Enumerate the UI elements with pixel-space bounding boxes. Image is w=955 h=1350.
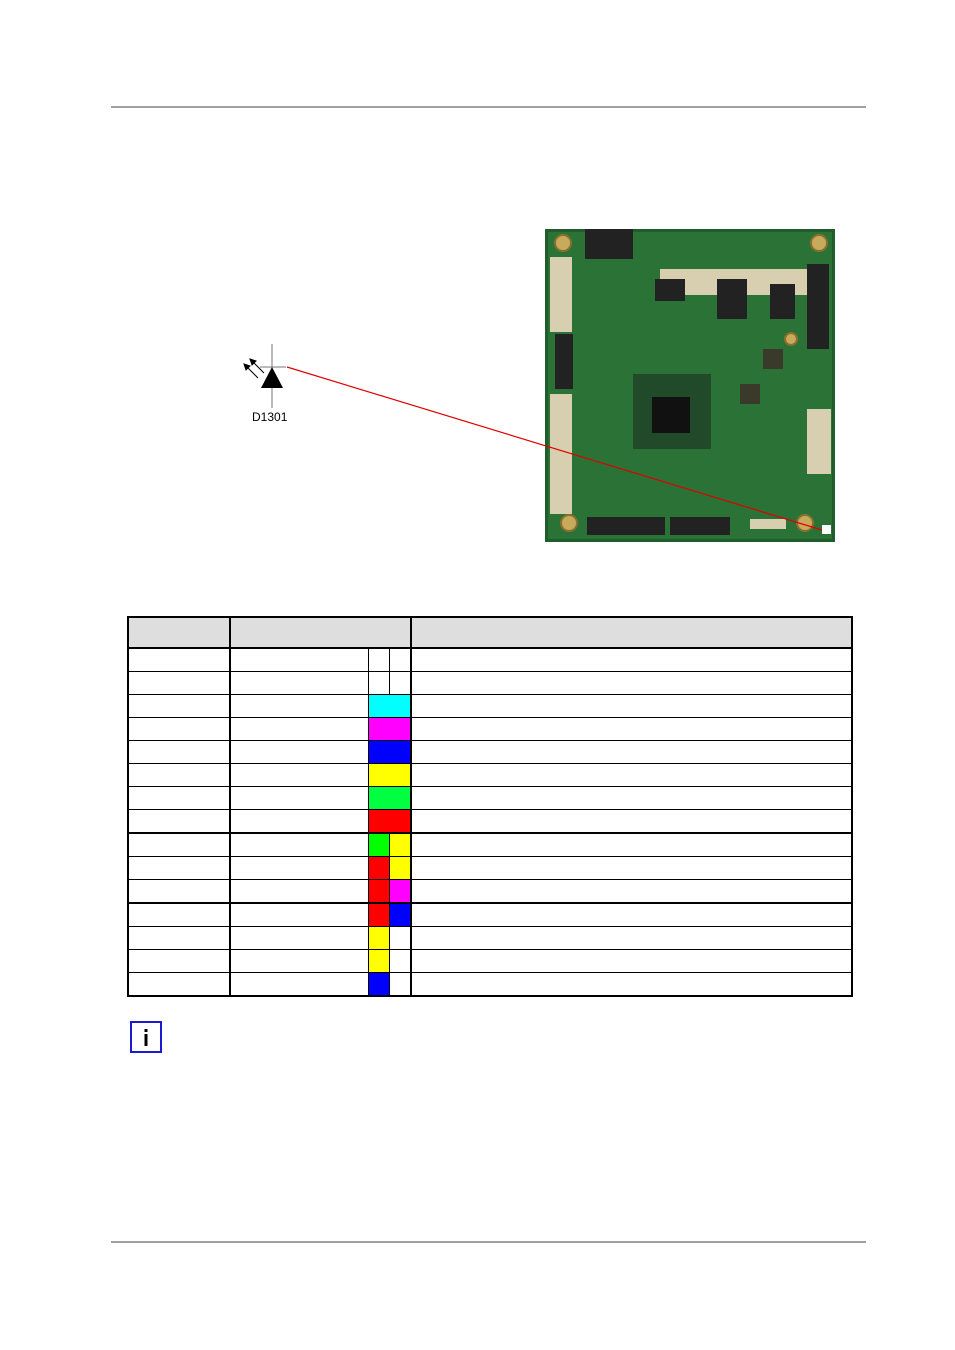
cell-description [410, 717, 853, 741]
led-symbol-icon [261, 367, 283, 388]
color-swatch [368, 763, 412, 787]
cell-led [127, 671, 231, 695]
color-swatch-left [368, 972, 390, 997]
table-row [127, 809, 853, 834]
color-swatch-right [389, 671, 412, 695]
cell-state [229, 786, 369, 810]
led-diagram [243, 344, 286, 408]
cell-state [229, 717, 369, 741]
color-swatch [368, 740, 412, 764]
color-swatch [368, 809, 412, 834]
cell-led [127, 740, 231, 764]
cell-description [410, 949, 853, 973]
cell-led [127, 809, 231, 834]
cell-description [410, 832, 853, 857]
color-swatch-right [389, 949, 412, 973]
cell-description [410, 879, 853, 904]
cell-state [229, 694, 369, 718]
cell-description [410, 902, 853, 927]
table-header [127, 616, 853, 649]
color-swatch-right [389, 926, 412, 950]
header-rule [111, 106, 866, 108]
table-row [127, 694, 853, 718]
table-row [127, 671, 853, 695]
color-swatch-left [368, 949, 390, 973]
cell-state [229, 879, 369, 904]
table-row [127, 902, 853, 927]
pointer-line [286, 366, 823, 531]
cell-led [127, 647, 231, 672]
cell-led [127, 786, 231, 810]
table-row [127, 856, 853, 880]
cell-description [410, 740, 853, 764]
cell-state [229, 671, 369, 695]
color-swatch-left [368, 856, 390, 880]
cell-state [229, 763, 369, 787]
table-row [127, 926, 853, 950]
cell-led [127, 832, 231, 857]
cell-led [127, 763, 231, 787]
cell-description [410, 647, 853, 672]
led-label: D1301 [252, 410, 288, 424]
cell-led [127, 879, 231, 904]
table-row [127, 647, 853, 672]
cell-led [127, 694, 231, 718]
cell-state [229, 972, 369, 997]
table-row [127, 949, 853, 973]
cell-state [229, 832, 369, 857]
cell-description [410, 671, 853, 695]
info-icon [130, 1021, 162, 1053]
cell-led [127, 972, 231, 997]
table-row [127, 879, 853, 904]
footer-rule [111, 1241, 866, 1243]
cell-state [229, 740, 369, 764]
table-row [127, 786, 853, 810]
table-row [127, 740, 853, 764]
cell-led [127, 902, 231, 927]
color-swatch-right [389, 856, 412, 880]
cell-description [410, 926, 853, 950]
light-emission-arrows-icon [243, 358, 265, 379]
table-row [127, 972, 853, 997]
color-swatch-right [389, 902, 412, 927]
color-swatch-right [389, 879, 412, 904]
color-swatch [368, 694, 412, 718]
color-swatch-right [389, 972, 412, 997]
cell-led [127, 856, 231, 880]
table-row [127, 832, 853, 857]
color-swatch-left [368, 879, 390, 904]
table-row [127, 763, 853, 787]
cell-description [410, 972, 853, 997]
cell-state [229, 809, 369, 834]
cell-state [229, 856, 369, 880]
color-swatch-left [368, 671, 390, 695]
color-swatch [368, 717, 412, 741]
cell-state [229, 949, 369, 973]
color-swatch-right [389, 647, 412, 672]
cell-state [229, 647, 369, 672]
color-swatch-left [368, 647, 390, 672]
color-swatch-left [368, 926, 390, 950]
cell-state [229, 902, 369, 927]
cell-led [127, 949, 231, 973]
cell-description [410, 763, 853, 787]
color-swatch-left [368, 832, 390, 857]
led-status-table [127, 616, 853, 997]
cell-description [410, 809, 853, 834]
cell-led [127, 717, 231, 741]
cell-led [127, 926, 231, 950]
cell-description [410, 856, 853, 880]
cell-description [410, 694, 853, 718]
table-row [127, 717, 853, 741]
cell-state [229, 926, 369, 950]
color-swatch-right [389, 832, 412, 857]
color-swatch-left [368, 902, 390, 927]
cell-description [410, 786, 853, 810]
color-swatch [368, 786, 412, 810]
